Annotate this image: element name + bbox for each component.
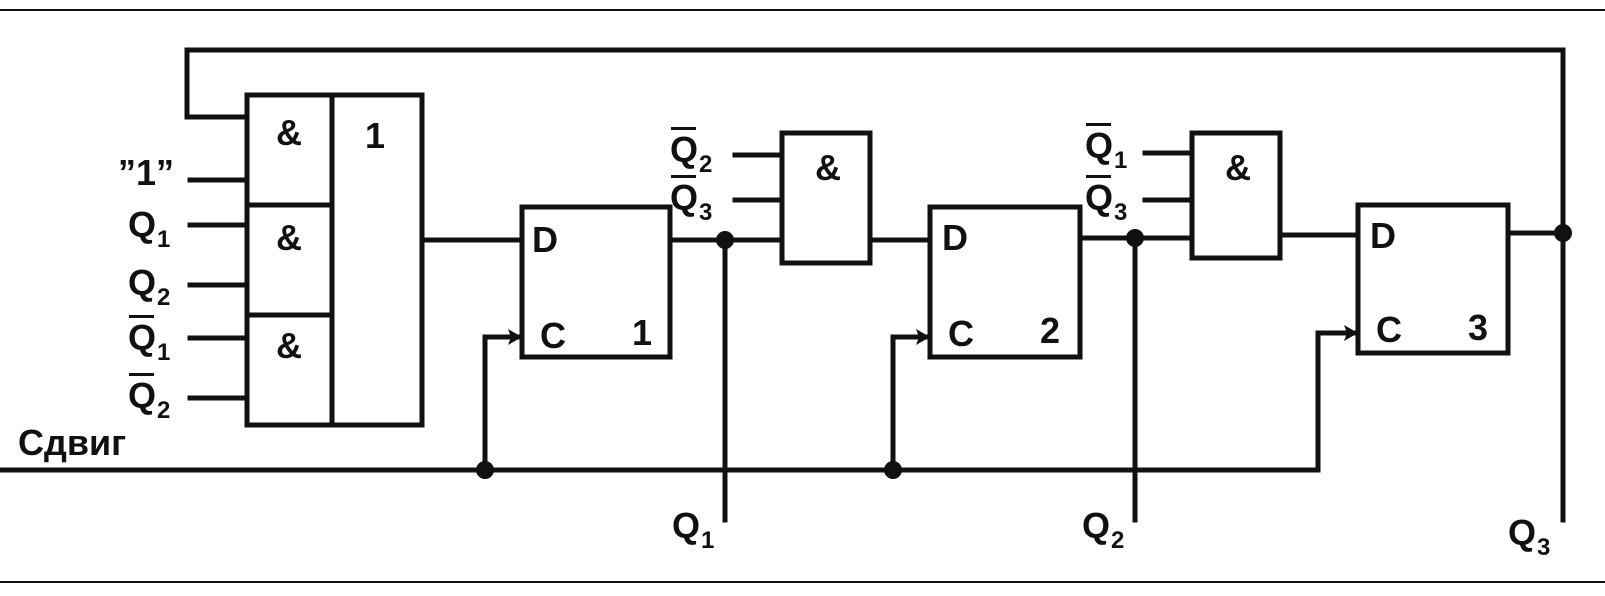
- dff2-number: 2: [1040, 310, 1061, 351]
- dff3-c-label: C: [1376, 309, 1402, 350]
- or-symbol: 1: [365, 115, 386, 156]
- clock-to-dff2: [890, 334, 933, 473]
- junction-q2: [1126, 229, 1144, 247]
- and-symbol-3: &: [276, 325, 302, 366]
- gate1-label-nq3: Q3: [670, 175, 713, 226]
- dff3-number: 3: [1468, 307, 1489, 348]
- dff1-d-label: D: [532, 219, 558, 260]
- gate1-and-symbol: &: [815, 147, 841, 188]
- and-symbol-2: &: [276, 217, 302, 258]
- output-label-q3: Q3: [1508, 512, 1551, 561]
- dff-3: [1355, 202, 1511, 356]
- dff2-c-label: C: [948, 313, 974, 354]
- clock-arrow-3: [1344, 325, 1358, 341]
- dff1-number: 1: [632, 312, 653, 353]
- output-label-q2: Q2: [1082, 505, 1125, 554]
- clock-to-dff1: [482, 334, 525, 473]
- dff1-c-label: C: [540, 315, 566, 356]
- and-symbol-1: &: [276, 112, 302, 153]
- dff2-d-label: D: [942, 217, 968, 258]
- output-label-q1: Q1: [672, 505, 715, 554]
- input-label-q2: Q2: [128, 262, 171, 311]
- junction-q1: [716, 231, 734, 249]
- junction-clk2: [884, 461, 902, 479]
- clock-arrow-2: [916, 329, 930, 345]
- input-label-nq2: Q2: [128, 373, 171, 424]
- junction-clk1: [476, 461, 494, 479]
- input-label-nq1: Q1: [128, 315, 171, 366]
- clock-arrow-1: [508, 329, 522, 345]
- and-gate-2: [1189, 130, 1283, 261]
- clock-to-dff3: [1315, 330, 1361, 473]
- feedback-wire: [184, 47, 1566, 236]
- shift-label: Сдвиг: [18, 422, 127, 463]
- dff-1: [519, 204, 673, 360]
- input-label-q1: Q1: [128, 204, 171, 253]
- dff3-d-label: D: [1370, 215, 1396, 256]
- junction-q3: [1554, 224, 1572, 242]
- gate1-label-nq2: Q2: [670, 127, 713, 178]
- dff-2: [927, 204, 1083, 360]
- gate2-label-nq3: Q3: [1085, 175, 1128, 226]
- gate2-label-nq1: Q1: [1085, 123, 1128, 174]
- gate2-and-symbol: &: [1225, 147, 1251, 188]
- input-label-one: ”1”: [118, 152, 175, 193]
